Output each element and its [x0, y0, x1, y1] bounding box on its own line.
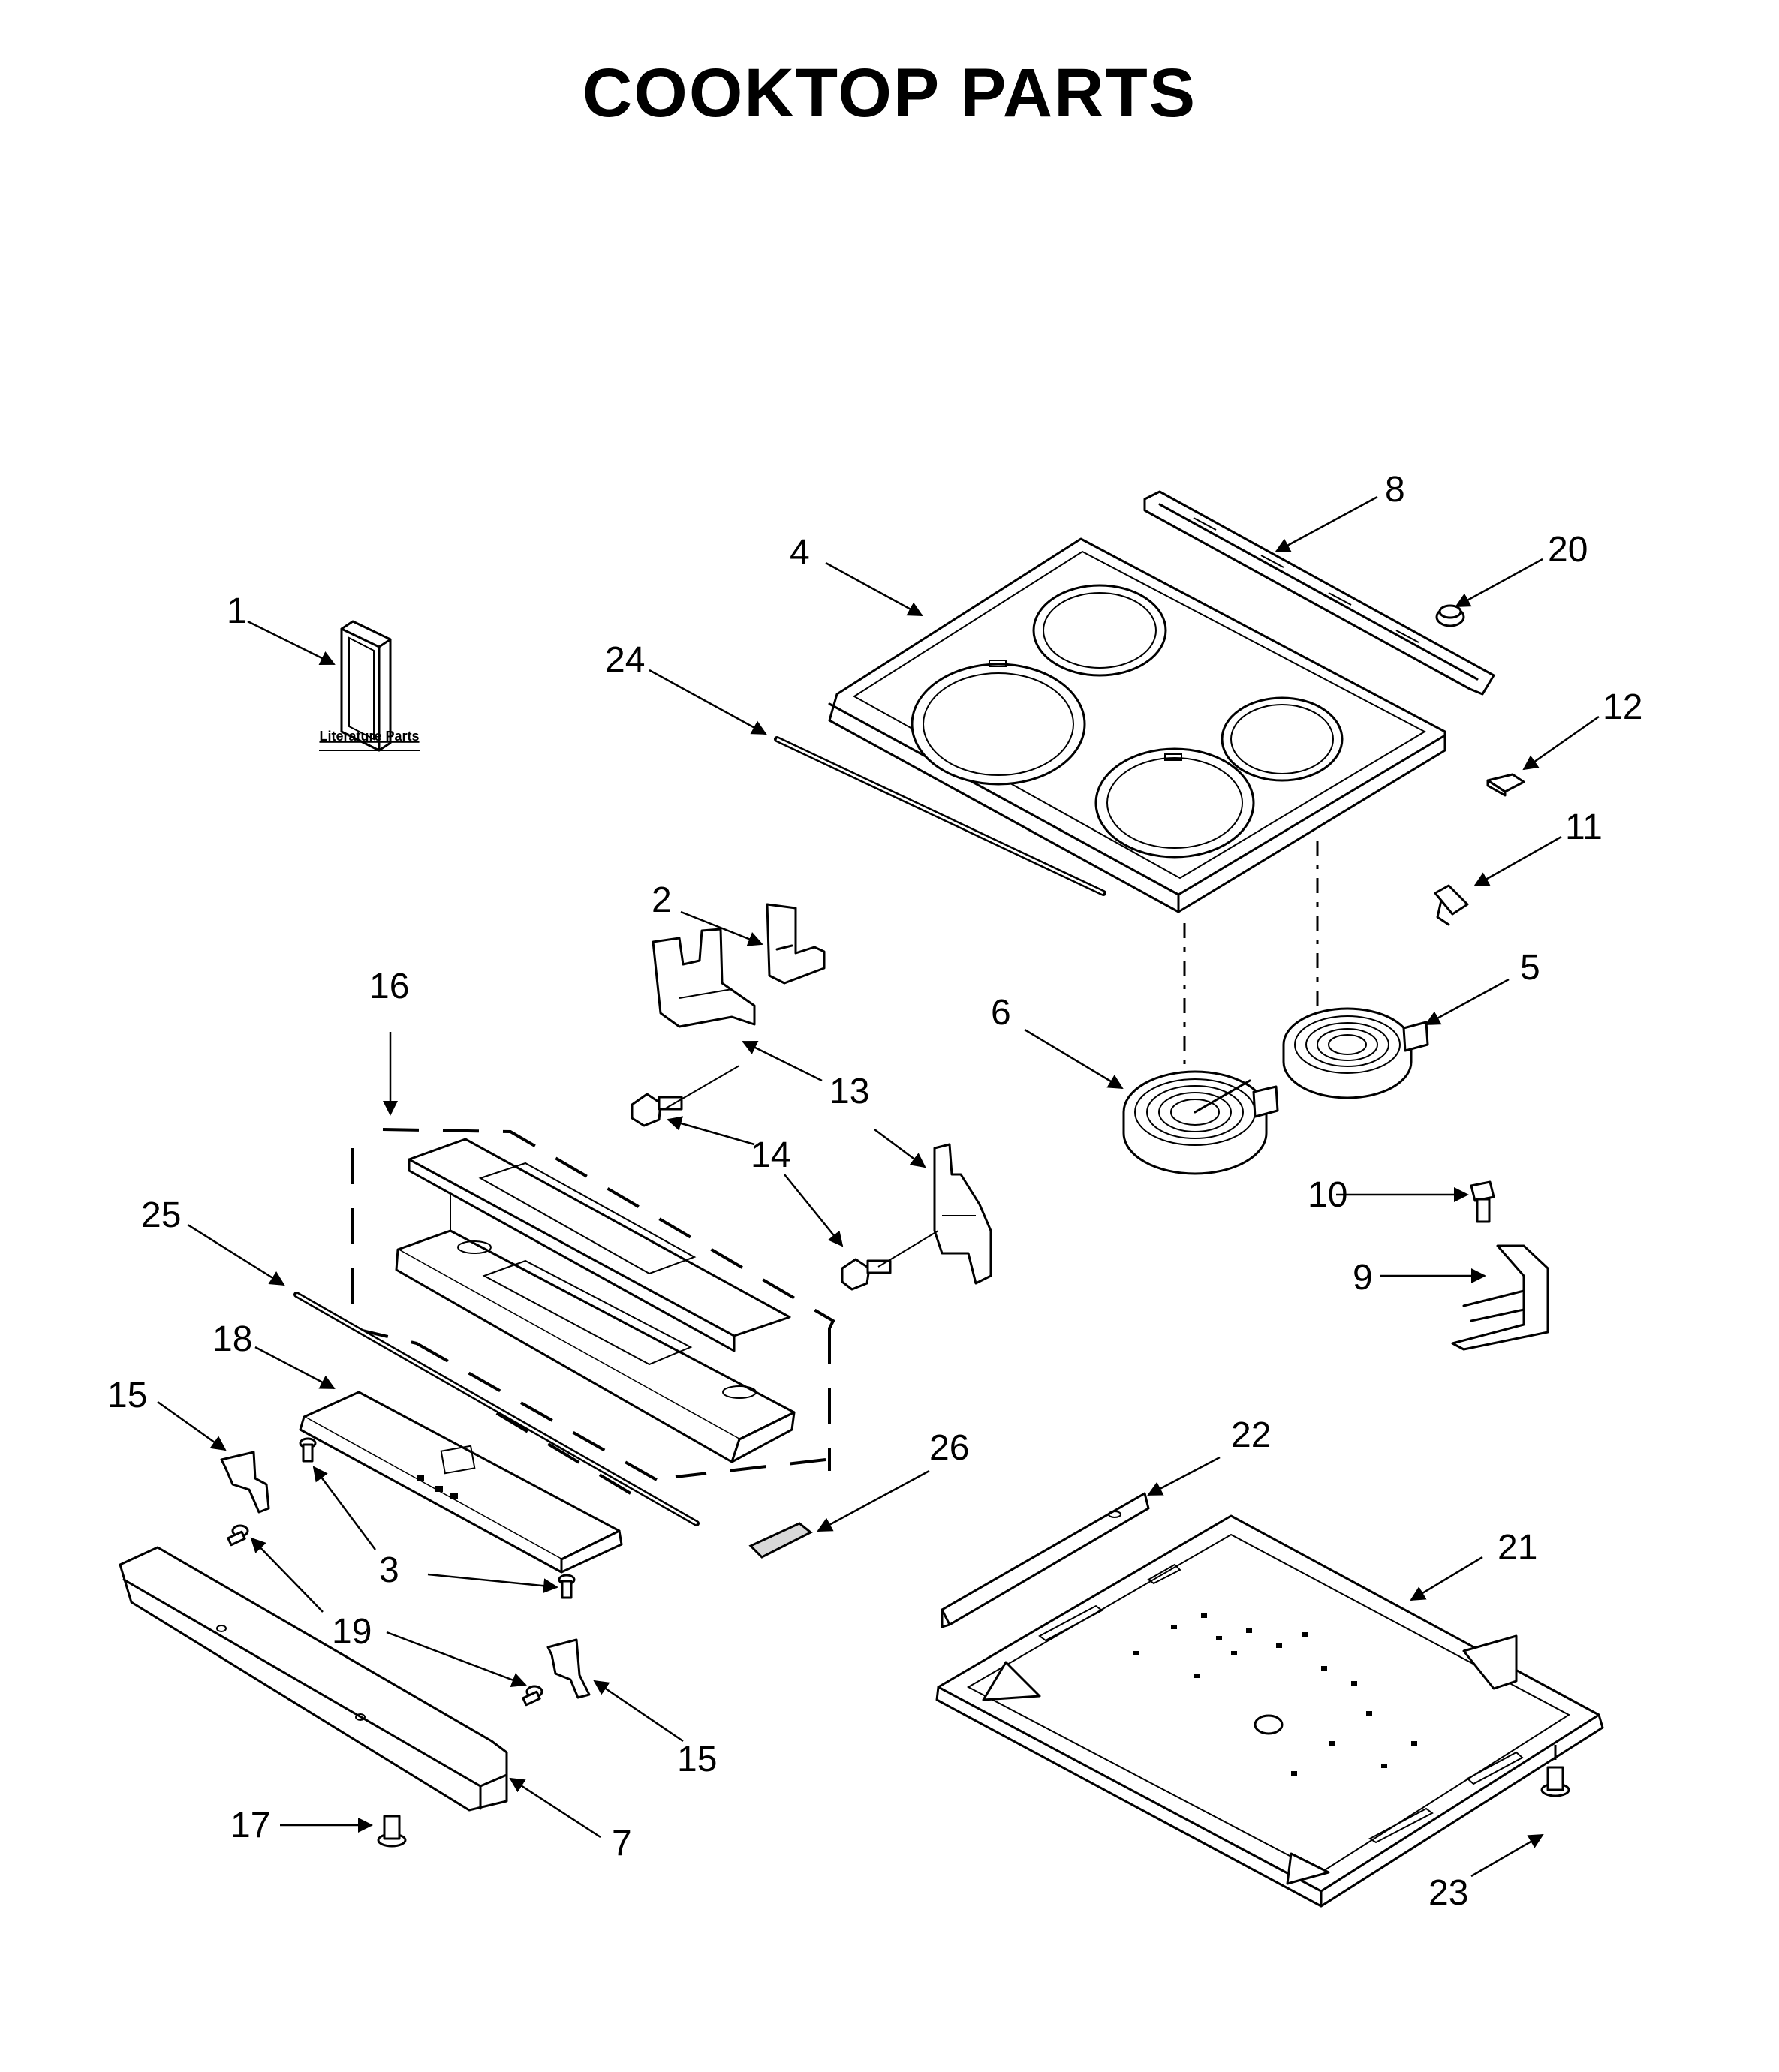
- callout-16: 16: [369, 967, 409, 1006]
- callout-23: 23: [1428, 1873, 1468, 1913]
- part-1-literature[interactable]: Literature Parts: [319, 620, 420, 752]
- part-12-clip[interactable]: [1486, 773, 1525, 797]
- part-25-rod[interactable]: [293, 1292, 700, 1526]
- part-5-element[interactable]: [1282, 1007, 1429, 1099]
- callout-15-left: 15: [107, 1376, 147, 1415]
- callout-25: 25: [141, 1195, 181, 1235]
- callout-2: 2: [652, 880, 672, 920]
- callout-24: 24: [605, 640, 645, 680]
- callout-13: 13: [829, 1072, 869, 1111]
- part-20-grommet[interactable]: [1435, 604, 1465, 627]
- part-14-screw-lower[interactable]: [841, 1258, 892, 1291]
- part-8-rear-trim[interactable]: [1143, 490, 1495, 696]
- part-3-screw-upper[interactable]: [299, 1437, 317, 1463]
- callout-7: 7: [612, 1824, 632, 1863]
- part-14-screw-upper[interactable]: [631, 1093, 683, 1127]
- part-13-bracket-right[interactable]: [933, 1143, 992, 1285]
- part-22-strip[interactable]: [941, 1492, 1150, 1628]
- part-6-element[interactable]: [1122, 1070, 1279, 1175]
- part-18-control-board[interactable]: [299, 1391, 623, 1574]
- part-24-rod[interactable]: [774, 736, 1106, 896]
- callout-14: 14: [751, 1135, 790, 1175]
- callout-labels: 1 4 8 20 24 12 11 5 6 2 13 14 16 10 9 25…: [107, 470, 1642, 1913]
- part-23-screw[interactable]: [1540, 1745, 1570, 1797]
- callout-21: 21: [1498, 1528, 1537, 1568]
- diagram-title: COOKTOP PARTS: [582, 55, 1197, 131]
- callout-10: 10: [1308, 1175, 1347, 1215]
- part-9-bracket[interactable]: [1451, 1244, 1549, 1351]
- part-26-pad[interactable]: [748, 1522, 813, 1559]
- callout-11: 11: [1565, 807, 1603, 847]
- part-11-clip[interactable]: [1434, 884, 1469, 926]
- part-15-bracket-right[interactable]: [546, 1638, 591, 1699]
- part-21-bottom-panel[interactable]: [935, 1514, 1604, 1908]
- part-10-screw[interactable]: [1470, 1180, 1495, 1223]
- part-2-bracket[interactable]: [766, 903, 826, 985]
- callout-8: 8: [1385, 470, 1405, 510]
- callout-22: 22: [1231, 1415, 1271, 1455]
- part-4-cooktop[interactable]: [828, 537, 1446, 913]
- literature-parts-label: Literature Parts: [319, 729, 419, 744]
- callout-19: 19: [332, 1612, 372, 1652]
- callout-3: 3: [379, 1550, 399, 1590]
- part-15-bracket-left[interactable]: [220, 1451, 270, 1514]
- part-3-screw-lower[interactable]: [558, 1574, 576, 1599]
- part-16-control-panel-assembly[interactable]: [351, 1128, 835, 1495]
- part-19-screw-upper[interactable]: [227, 1524, 249, 1547]
- part-13-bracket-left[interactable]: [652, 928, 756, 1028]
- part-19-screw-lower[interactable]: [522, 1685, 543, 1707]
- callout-20: 20: [1548, 530, 1588, 570]
- leader-lines: [157, 495, 1600, 1878]
- callout-1: 1: [227, 591, 247, 631]
- callout-6: 6: [991, 993, 1011, 1033]
- callout-12: 12: [1603, 687, 1642, 727]
- callout-26: 26: [929, 1428, 969, 1468]
- callout-15-right: 15: [677, 1740, 717, 1779]
- callout-5: 5: [1520, 948, 1540, 988]
- callout-9: 9: [1353, 1258, 1373, 1298]
- part-7-front-trim[interactable]: [119, 1546, 508, 1812]
- callout-17: 17: [230, 1806, 270, 1845]
- part-17-screw[interactable]: [377, 1815, 407, 1848]
- callout-4: 4: [790, 533, 810, 573]
- callout-18: 18: [212, 1319, 252, 1359]
